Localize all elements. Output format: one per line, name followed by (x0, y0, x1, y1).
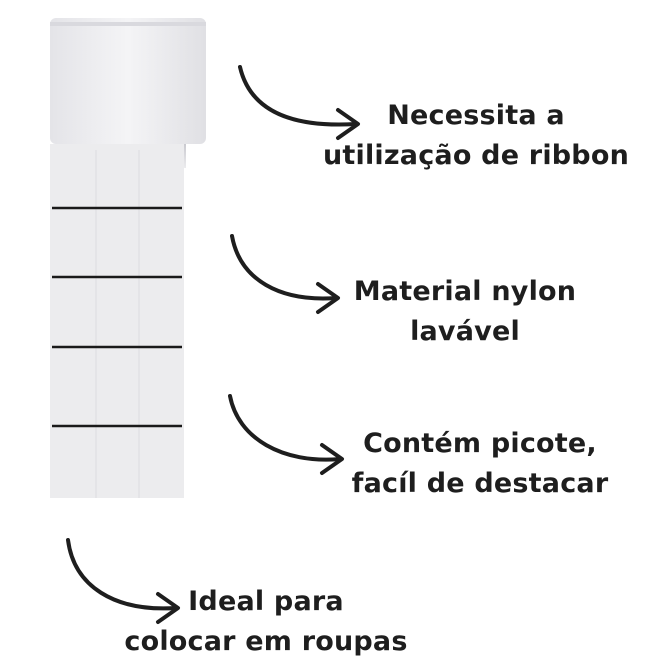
callout-line: lavável (410, 316, 520, 347)
callout-line: Material nylon (353, 276, 577, 307)
callout-line: Ideal para (188, 586, 344, 617)
callout-line: facíl de destacar (351, 468, 609, 499)
callout-line: Necessita a (387, 100, 565, 131)
label-strip (50, 144, 184, 498)
callout-line: colocar em roupas (124, 626, 408, 657)
callout-ribbon: Necessita a utilização de ribbon (316, 96, 636, 176)
callout-line: Contém picote, (363, 428, 597, 459)
callout-usage: Ideal para colocar em roupas (116, 582, 416, 662)
perforation-lines (52, 206, 182, 428)
callout-perforation: Contém picote, facíl de destacar (340, 424, 620, 504)
roll-coil (50, 18, 206, 144)
callout-line: utilização de ribbon (322, 140, 630, 171)
callout-material: Material nylon lavável (330, 272, 600, 352)
